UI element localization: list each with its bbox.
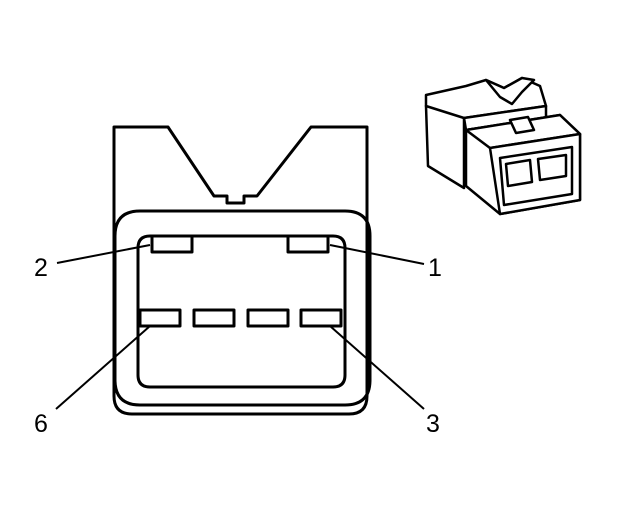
- terminal-pin-2: [150, 234, 194, 254]
- iso-terminal-slot-right: [536, 153, 568, 182]
- leader-lines: [55, 244, 425, 410]
- iso-terminal-slot-left: [504, 158, 534, 188]
- pin-label-6: 6: [34, 410, 48, 438]
- terminal-pin-5: [192, 308, 236, 328]
- iso-latch: [484, 76, 536, 106]
- terminal-pin-4: [246, 308, 290, 328]
- connector-isometric-view: [424, 76, 582, 216]
- connector-face-view: [112, 125, 372, 416]
- iso-latch-slot: [508, 115, 536, 135]
- terminal-pin-3: [299, 308, 343, 328]
- terminal-pin-6: [138, 308, 182, 328]
- terminal-pin-1: [286, 234, 330, 254]
- leader-line-pin-1: [329, 244, 425, 265]
- pin-label-3: 3: [426, 410, 440, 438]
- leader-line-pin-6: [55, 325, 151, 410]
- pin-label-2: 2: [34, 254, 48, 282]
- leader-line-pin-2: [56, 244, 151, 264]
- leader-line-pin-3: [329, 325, 425, 410]
- connector-inner-cavity: [113, 209, 372, 407]
- pin-label-1: 1: [428, 254, 442, 282]
- terminal-opening: [136, 234, 347, 389]
